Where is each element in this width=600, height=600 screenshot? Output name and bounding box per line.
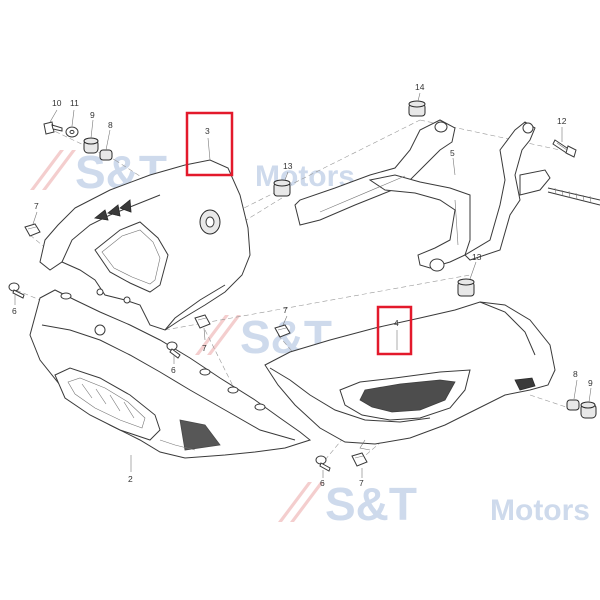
callout-5: 5 [450, 148, 455, 158]
leader-lines [14, 92, 592, 478]
callout-7-left: 7 [34, 201, 39, 211]
clip-7-center-a [194, 314, 211, 329]
callout-6-center: 6 [171, 365, 176, 375]
callout-8: 8 [108, 120, 113, 130]
callout-labels: 10 11 9 8 3 14 12 5 13 13 7 6 7 7 6 4 8 … [12, 82, 593, 488]
callout-11: 11 [70, 98, 79, 108]
callout-9: 9 [90, 110, 95, 120]
callout-13-upper: 13 [283, 161, 293, 171]
rear-subframe [294, 119, 600, 272]
watermark-top: S&T Motors [30, 146, 355, 198]
screw-6-center [166, 341, 181, 359]
screw-6-left [8, 282, 25, 299]
highlight-box-part-4 [376, 305, 413, 356]
rubber-13-lower [457, 278, 475, 297]
callout-8-right: 8 [573, 369, 578, 379]
bolt-12 [552, 139, 577, 158]
grommet-9-right [580, 401, 597, 419]
watermark-brand: S&T [325, 478, 417, 530]
callout-14: 14 [415, 82, 425, 92]
left-side-cover [39, 159, 251, 331]
callout-7-center-b: 7 [283, 305, 288, 315]
callout-7-center-a: 7 [202, 343, 207, 353]
clip-7-center-b [274, 324, 291, 338]
bolt-10 [43, 121, 63, 135]
watermark-stripe-icon [30, 150, 64, 190]
highlight-box-part-3 [185, 111, 234, 177]
watermark-stripe-icon [195, 315, 229, 355]
callout-6-bottom: 6 [320, 478, 325, 488]
callout-3: 3 [205, 126, 210, 136]
collar-8-top [99, 149, 113, 161]
screw-6-bottom [315, 455, 331, 472]
rubber-14 [408, 100, 426, 117]
watermark-suffix: Motors [490, 494, 590, 527]
callout-10: 10 [52, 98, 62, 108]
clip-7-bottom [351, 452, 368, 467]
grommet-9-top [83, 137, 99, 154]
watermark-stripe-icon [278, 482, 312, 522]
callout-4: 4 [394, 318, 399, 328]
callout-6-left: 6 [12, 306, 17, 316]
lower-cowl [29, 289, 312, 459]
callout-9-right: 9 [588, 378, 593, 388]
washer-11 [65, 126, 79, 138]
rubber-13-upper [273, 179, 291, 197]
right-side-cover [264, 301, 556, 451]
watermark-bottom: S&T Motors [278, 478, 590, 530]
callout-7-bottom: 7 [359, 478, 364, 488]
callout-12: 12 [557, 116, 567, 126]
callout-13-lower: 13 [472, 252, 482, 262]
callout-2: 2 [128, 474, 133, 484]
collar-8-right [566, 399, 580, 411]
clip-7-left [24, 223, 41, 237]
